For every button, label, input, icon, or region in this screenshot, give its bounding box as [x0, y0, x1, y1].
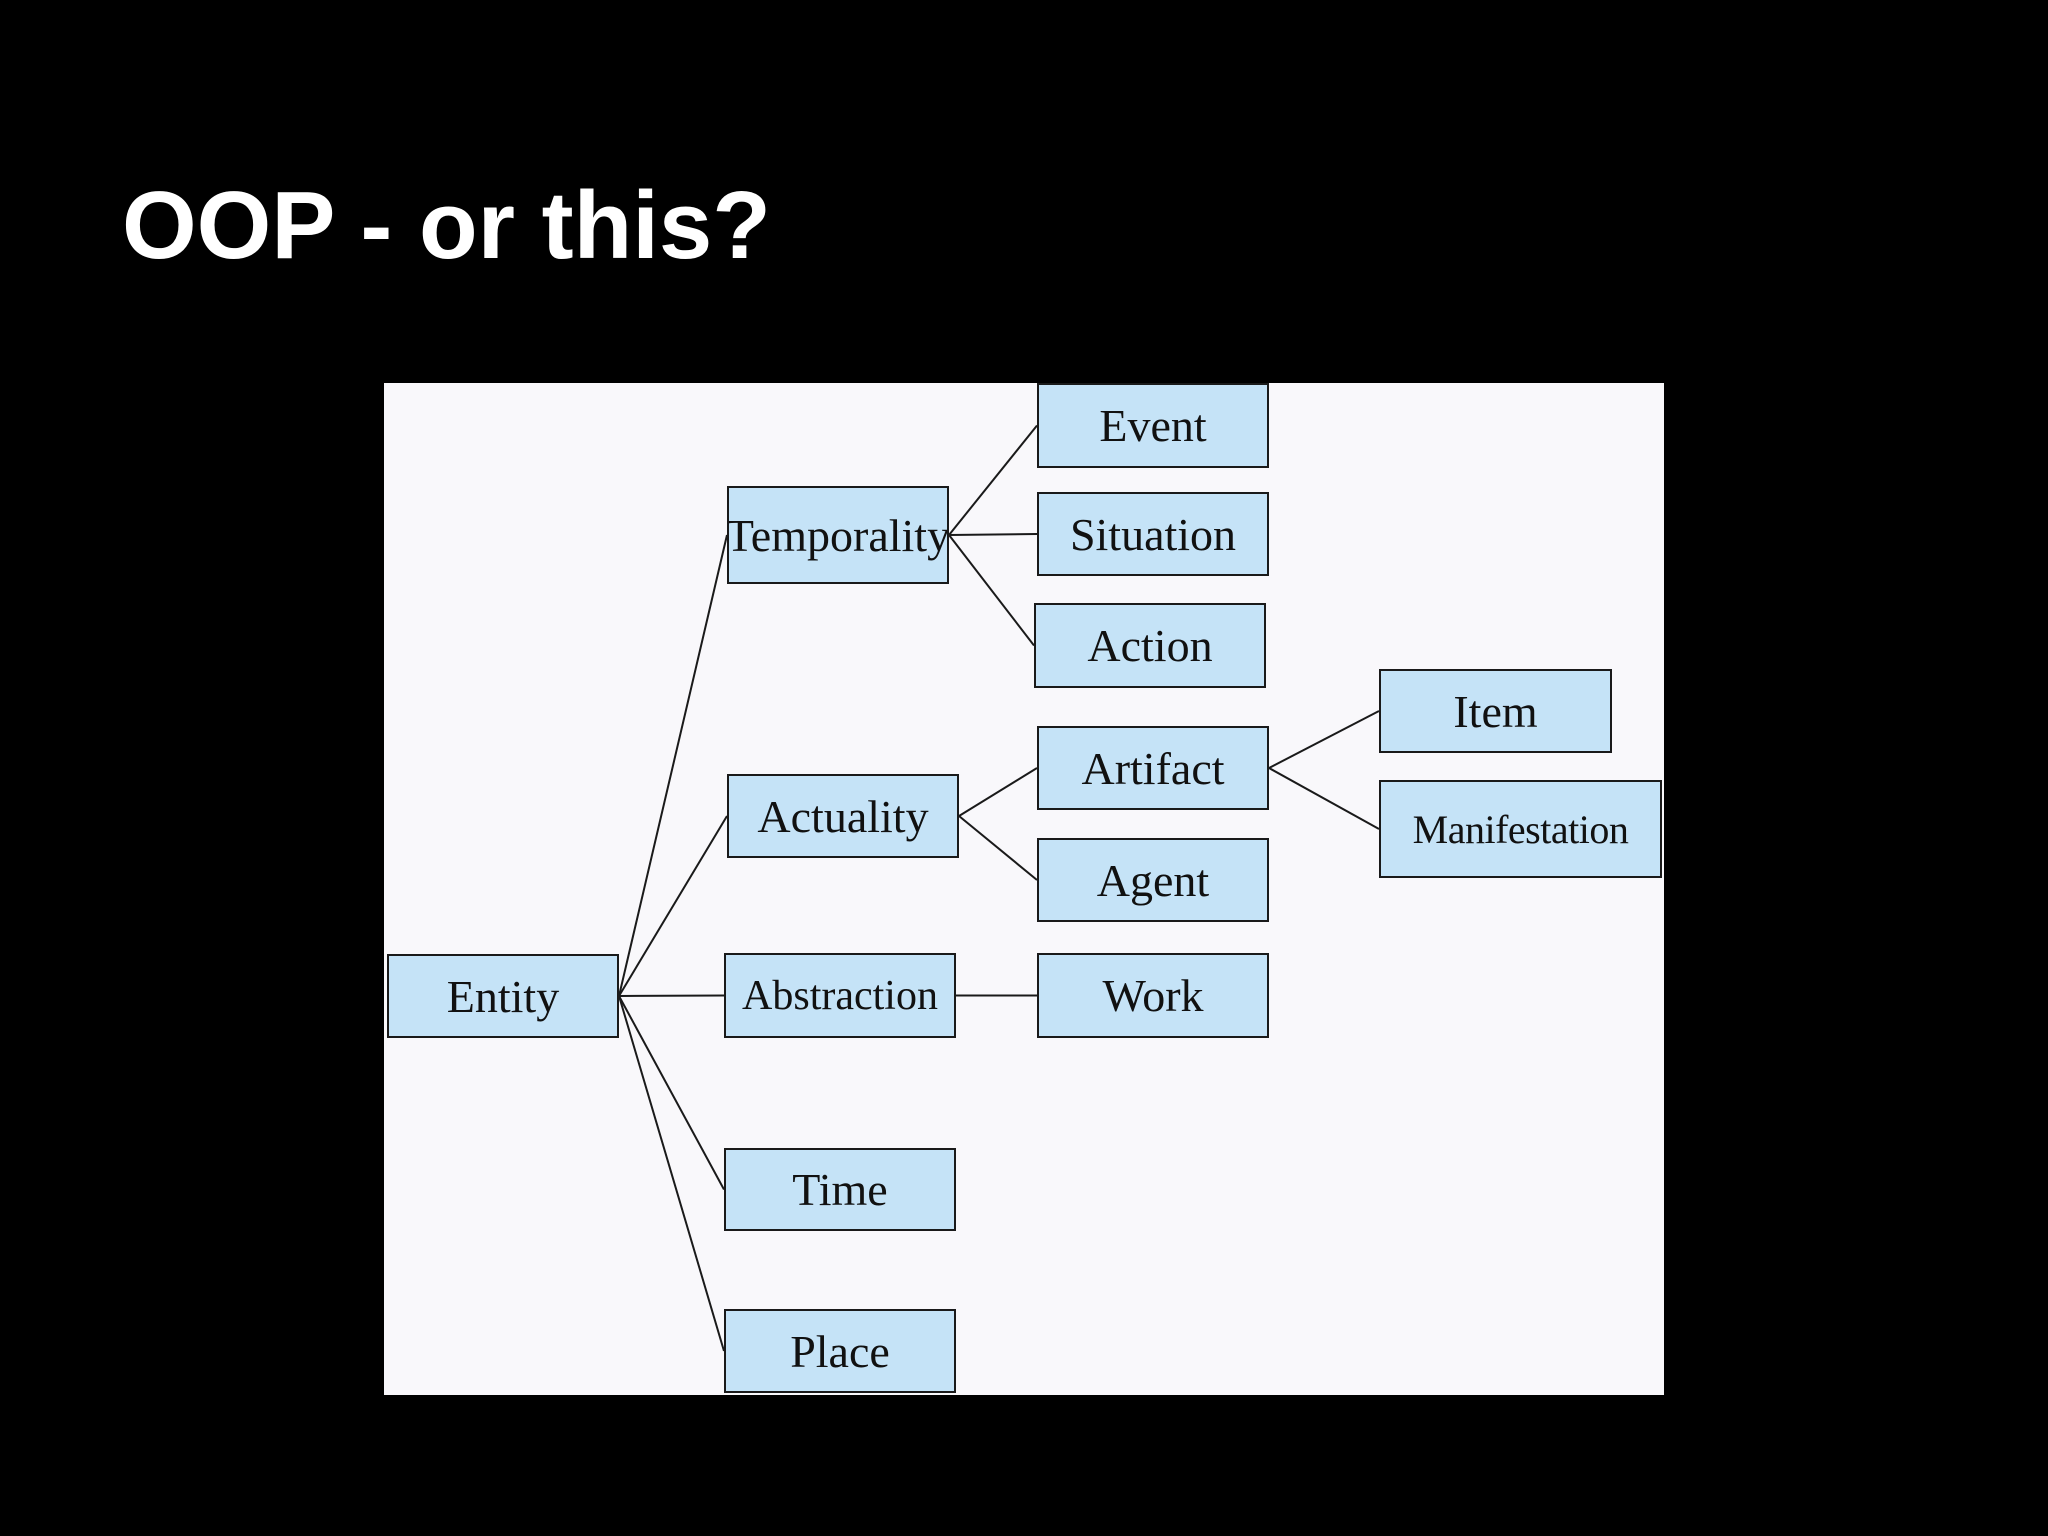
node-agent: Agent [1037, 838, 1269, 922]
edge-temporality-to-action [948, 534, 1035, 647]
edge-artifact-to-manifestation [1268, 767, 1380, 830]
node-time: Time [724, 1148, 956, 1231]
edge-actuality-to-agent [958, 815, 1038, 881]
slide-title: OOP - or this? [122, 172, 771, 279]
node-work: Work [1037, 953, 1269, 1038]
edge-entity-to-abstraction [618, 994, 725, 997]
edge-actuality-to-artifact [958, 767, 1038, 817]
node-temporality: Temporality [727, 486, 949, 584]
node-manifestation: Manifestation [1379, 780, 1662, 878]
node-actuality: Actuality [727, 774, 959, 858]
edge-entity-to-actuality [618, 815, 728, 997]
node-item: Item [1379, 669, 1612, 753]
node-place: Place [724, 1309, 956, 1393]
edge-entity-to-place [618, 995, 725, 1352]
node-event: Event [1037, 383, 1269, 468]
connector-lines [618, 424, 1380, 1352]
edge-temporality-to-situation [948, 533, 1038, 536]
node-abstraction: Abstraction [724, 953, 956, 1038]
node-situation: Situation [1037, 492, 1269, 576]
hierarchy-diagram: Entity Temporality Actuality Abstraction… [384, 383, 1664, 1395]
node-action: Action [1034, 603, 1266, 688]
node-entity: Entity [387, 954, 619, 1038]
edge-artifact-to-item [1268, 710, 1380, 769]
edge-entity-to-temporality [618, 534, 728, 997]
node-artifact: Artifact [1037, 726, 1269, 810]
edge-temporality-to-event [948, 424, 1038, 536]
edge-entity-to-time [618, 995, 725, 1190]
